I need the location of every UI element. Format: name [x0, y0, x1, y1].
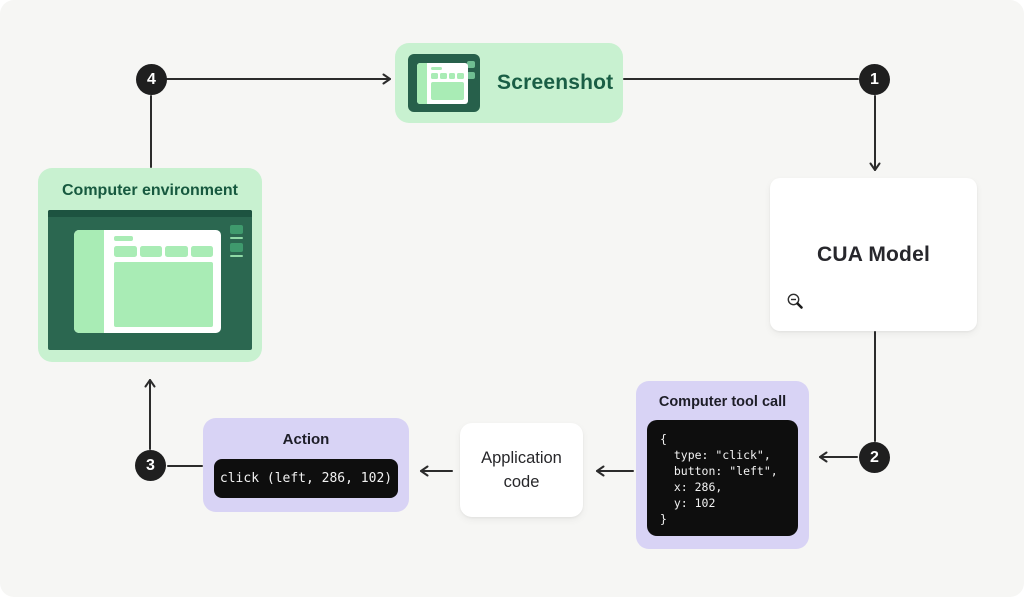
- node-cua-model: CUA Model: [770, 178, 977, 331]
- step-badge-3: 3: [135, 450, 166, 481]
- mini-toolbar-button: [457, 73, 464, 79]
- mini-toolbar-button: [431, 73, 438, 79]
- action-code-pill: click (left, 286, 102): [214, 459, 398, 498]
- step-number: 2: [870, 448, 879, 466]
- step-badge-2: 2: [859, 442, 890, 473]
- tool-call-title: Computer tool call: [658, 394, 787, 410]
- window-tab: [114, 236, 133, 241]
- mini-window: [417, 63, 468, 104]
- mini-content-area: [431, 82, 464, 100]
- toolbar-button: [139, 246, 162, 257]
- screenshot-icon: [408, 54, 480, 112]
- browser-window: [74, 230, 221, 333]
- mini-sidebar: [417, 63, 427, 104]
- step-number: 1: [870, 70, 879, 88]
- mini-tab: [431, 67, 442, 70]
- node-action: Action click (left, 286, 102): [203, 418, 409, 512]
- screen-widget: [230, 225, 243, 234]
- mini-frame-button: [467, 72, 475, 79]
- environment-screen-icon: [48, 210, 252, 350]
- cua-model-label: CUA Model: [816, 242, 930, 266]
- toolbar-button: [114, 246, 137, 257]
- screen-topbar: [48, 210, 252, 217]
- zoom-out-cursor-icon: [787, 293, 803, 309]
- node-computer-environment: Computer environment: [38, 168, 262, 362]
- mini-frame-button: [467, 61, 475, 68]
- screenshot-label: Screenshot: [497, 71, 614, 94]
- step-number: 4: [147, 70, 156, 88]
- application-code-label: Application code: [481, 449, 562, 491]
- code-line: x: 286,: [660, 480, 723, 494]
- code-line: button: "left",: [660, 464, 778, 478]
- step-number: 3: [146, 456, 155, 474]
- toolbar-button: [190, 246, 213, 257]
- mini-toolbar-button: [439, 73, 447, 79]
- step-badge-4: 4: [136, 64, 167, 95]
- window-content-area: [114, 262, 213, 327]
- node-computer-tool-call: Computer tool call { type: "click", butt…: [636, 381, 809, 549]
- node-screenshot: Screenshot: [395, 43, 623, 123]
- node-application-code: Application code: [460, 423, 583, 517]
- screen-widget-line: [230, 237, 243, 239]
- mini-toolbar: [431, 73, 464, 79]
- screen-widget: [230, 243, 243, 252]
- code-line: {: [660, 432, 667, 446]
- code-line: type: "click",: [660, 448, 771, 462]
- tool-call-code-block: { type: "click", button: "left", x: 286,…: [647, 420, 798, 536]
- environment-title: Computer environment: [61, 182, 238, 199]
- code-line: y: 102: [660, 496, 716, 510]
- window-sidebar: [74, 230, 104, 333]
- window-toolbar: [114, 246, 213, 257]
- toolbar-button: [165, 246, 188, 257]
- screen-widget-line: [230, 255, 243, 257]
- mini-toolbar-button: [448, 73, 456, 79]
- action-code-text: click (left, 286, 102): [219, 471, 393, 486]
- action-title: Action: [282, 431, 330, 448]
- code-line: }: [660, 512, 667, 526]
- step-badge-1: 1: [859, 64, 890, 95]
